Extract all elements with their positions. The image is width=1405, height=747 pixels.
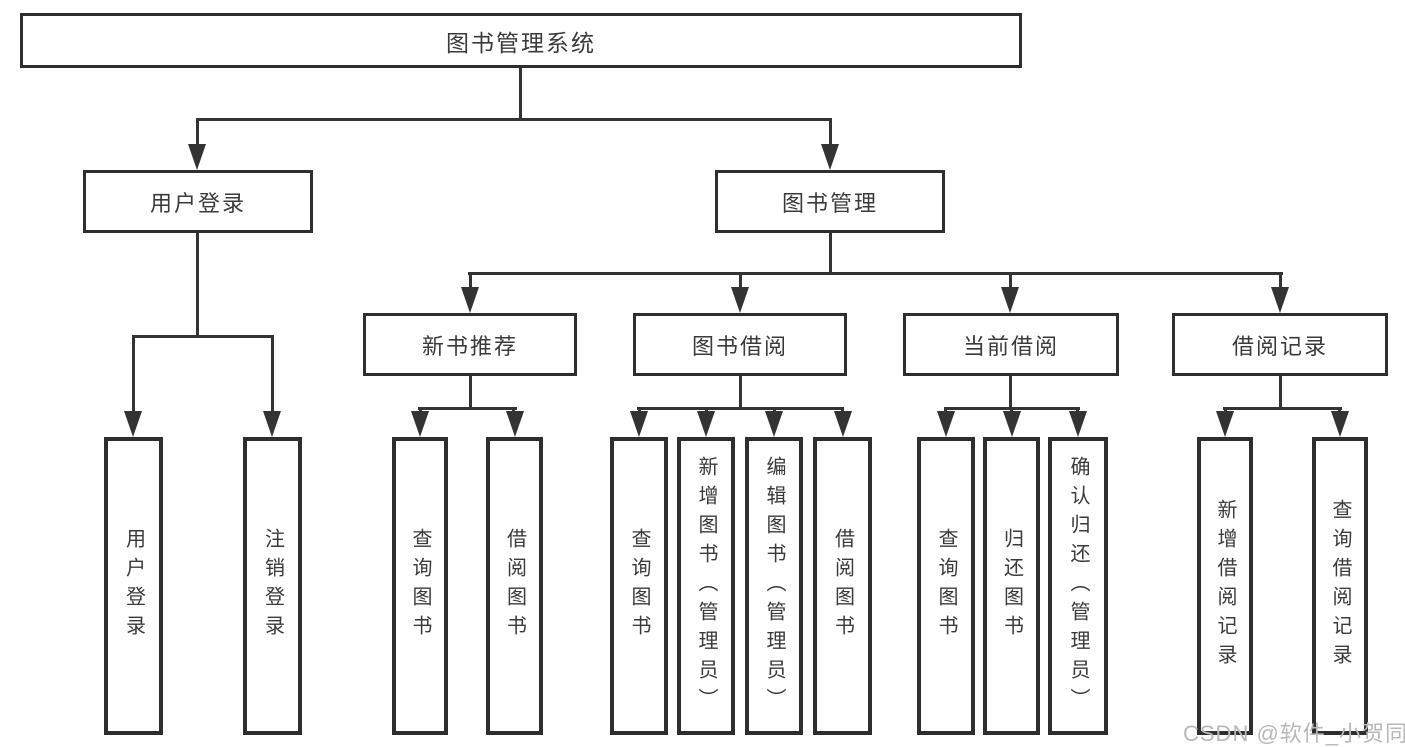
leaf-borrow-add: 新增图书（管理员） — [677, 437, 735, 735]
leaf-user-login-label: 用户登录 — [122, 528, 145, 644]
arrow-to-leaf-login-icon — [124, 411, 142, 437]
csdn-watermark: CSDN @软件_小贺同学 — [1183, 721, 1405, 746]
edge-to-leaf-cb-return-stem — [1010, 407, 1013, 413]
edge-to-new-book-stem — [469, 272, 472, 289]
leaf-current-return: 归还图书 — [983, 437, 1040, 735]
node-new-book: 新书推荐 — [363, 313, 577, 376]
arrow-to-leaf-bb-borrow-icon — [834, 411, 852, 437]
leaf-current-query: 查询图书 — [917, 437, 975, 735]
node-user-login: 用户登录 — [83, 170, 313, 233]
edge-root-to-book-mgmt-stem — [829, 118, 832, 146]
arrow-to-leaf-bb-add-icon — [697, 411, 715, 437]
arrow-to-current-icon — [1001, 287, 1019, 313]
leaf-borrow-borrow-label: 借阅图书 — [831, 528, 854, 644]
node-book-mgmt: 图书管理 — [715, 170, 945, 233]
arrow-to-leaf-bb-edit-icon — [765, 411, 783, 437]
edge-to-leaf-bb-add-stem — [705, 407, 708, 413]
edge-book-mgmt-trunk — [829, 233, 832, 272]
leaf-borrow-query-label: 查询图书 — [628, 528, 650, 644]
arrow-to-leaf-nb-borrow-icon — [506, 411, 524, 437]
edge-to-leaf-bb-borrow-stem — [841, 407, 844, 413]
edge-records-trunk — [1279, 376, 1282, 407]
leaf-records-add: 新增借阅记录 — [1197, 437, 1253, 735]
edge-root-bar — [196, 118, 832, 121]
edge-current-trunk — [1009, 376, 1012, 407]
arrow-to-leaf-br-add-icon — [1216, 411, 1234, 437]
leaf-borrow-add-label: 新增图书（管理员） — [695, 455, 717, 717]
edge-to-leaf-nb-borrow-stem — [512, 407, 515, 413]
edge-root-to-user-login-stem — [196, 118, 199, 146]
edge-to-records-stem — [1279, 272, 1282, 289]
edge-to-leaf-bb-edit-stem — [773, 407, 776, 413]
node-current-borrow-label: 当前借阅 — [962, 333, 1059, 359]
node-borrow-records-label: 借阅记录 — [1231, 333, 1328, 359]
edge-to-leaf-br-add-stem — [1224, 407, 1227, 413]
leaf-newbook-borrow-label: 借阅图书 — [503, 528, 526, 644]
leaf-current-confirm: 确认归还（管理员） — [1048, 437, 1108, 735]
edge-new-book-trunk — [469, 376, 472, 407]
leaf-borrow-query: 查询图书 — [610, 437, 668, 735]
edge-book-borrow-trunk — [739, 376, 742, 407]
leaf-current-confirm-label: 确认归还（管理员） — [1067, 455, 1089, 717]
leaf-logout: 注销登录 — [243, 437, 302, 735]
arrow-to-leaf-nb-query-icon — [411, 411, 429, 437]
leaf-records-query-label: 查询借阅记录 — [1329, 499, 1351, 673]
node-root-label: 图书管理系统 — [446, 29, 596, 56]
edge-to-leaf-login-stem — [132, 335, 135, 413]
edge-new-book-bar — [418, 407, 517, 410]
edge-user-login-trunk — [196, 233, 199, 335]
node-new-book-label: 新书推荐 — [421, 333, 518, 359]
node-book-borrow-label: 图书借阅 — [691, 333, 788, 359]
edge-to-leaf-logout-stem — [271, 335, 274, 413]
edge-to-leaf-nb-query-stem — [419, 407, 422, 413]
edge-to-leaf-cb-confirm-stem — [1076, 407, 1079, 413]
edge-book-mgmt-bar — [468, 272, 1283, 275]
leaf-logout-label: 注销登录 — [261, 528, 284, 644]
arrow-to-leaf-cb-query-icon — [937, 411, 955, 437]
node-book-borrow: 图书借阅 — [633, 313, 847, 376]
node-root: 图书管理系统 — [20, 13, 1022, 68]
node-current-borrow: 当前借阅 — [903, 313, 1119, 376]
arrow-to-new-book-icon — [461, 287, 479, 313]
node-user-login-label: 用户登录 — [149, 190, 246, 216]
leaf-current-return-label: 归还图书 — [1000, 528, 1023, 644]
node-borrow-records: 借阅记录 — [1172, 313, 1388, 376]
leaf-newbook-borrow: 借阅图书 — [486, 437, 543, 735]
leaf-newbook-query-label: 查询图书 — [409, 528, 431, 644]
arrow-to-leaf-cb-confirm-icon — [1069, 411, 1087, 437]
arrow-to-user-login-icon — [188, 144, 206, 170]
node-book-mgmt-label: 图书管理 — [781, 190, 878, 216]
arrow-to-leaf-cb-return-icon — [1003, 411, 1021, 437]
leaf-records-add-label: 新增借阅记录 — [1214, 499, 1236, 673]
edge-book-borrow-bar — [637, 407, 844, 410]
edge-to-leaf-br-query-stem — [1338, 407, 1341, 413]
leaf-records-query: 查询借阅记录 — [1312, 437, 1368, 735]
arrow-to-leaf-br-query-icon — [1331, 411, 1349, 437]
leaf-newbook-query: 查询图书 — [392, 437, 448, 735]
edge-root-trunk — [519, 68, 522, 118]
leaf-borrow-edit-label: 编辑图书（管理员） — [763, 455, 785, 717]
arrow-to-records-icon — [1271, 287, 1289, 313]
arrow-to-leaf-logout-icon — [263, 411, 281, 437]
leaf-borrow-edit: 编辑图书（管理员） — [745, 437, 803, 735]
arrow-to-borrow-icon — [731, 287, 749, 313]
leaf-borrow-borrow: 借阅图书 — [813, 437, 872, 735]
edge-records-bar — [1223, 407, 1342, 410]
arrow-to-leaf-bb-query-icon — [630, 411, 648, 437]
edge-to-current-stem — [1009, 272, 1012, 289]
leaf-user-login: 用户登录 — [104, 437, 163, 735]
arrow-to-book-mgmt-icon — [821, 144, 839, 170]
leaf-current-query-label: 查询图书 — [935, 528, 957, 644]
edge-to-leaf-bb-query-stem — [638, 407, 641, 413]
edge-user-login-bar — [132, 335, 274, 338]
edge-to-leaf-cb-query-stem — [944, 407, 947, 413]
edge-to-borrow-stem — [739, 272, 742, 289]
